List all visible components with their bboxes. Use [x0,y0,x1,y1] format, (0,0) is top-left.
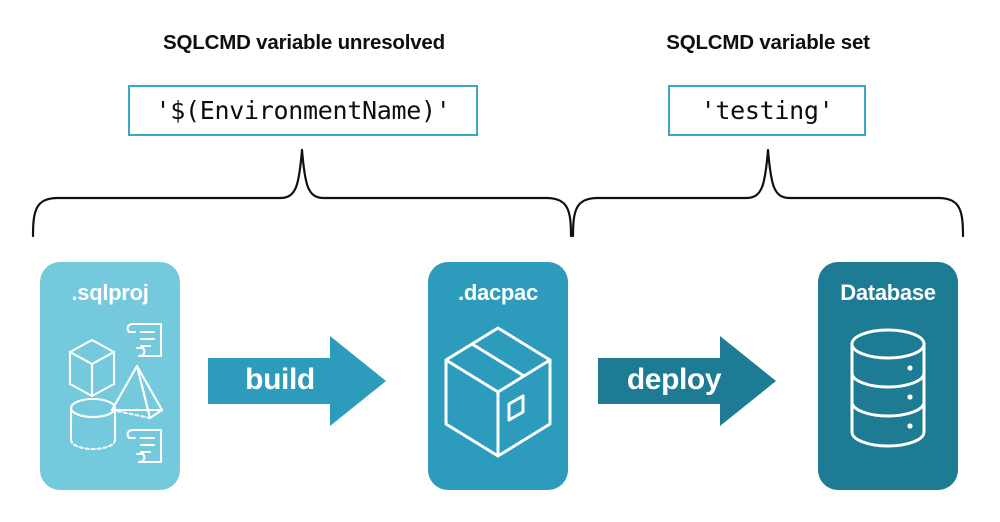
stage-label-sqlproj: .sqlproj [71,280,149,305]
cube-icon [68,338,116,398]
pyramid-icon [110,364,164,420]
scroll-icon [126,428,163,464]
package-box-icon [444,326,552,458]
sqlproj-artwork [68,322,164,464]
code-value-set: 'testing' [700,96,834,125]
stage-label-dacpac: .dacpac [458,280,538,305]
cylinder-icon [69,397,117,451]
arrow-deploy: deploy [598,336,778,431]
stage-panel-dacpac: .dacpac [428,262,568,490]
arrow-label-build: build [245,363,315,396]
database-cylinder-icon [850,328,926,448]
code-box-unresolved: '$(EnvironmentName)' [128,85,478,136]
section-heading-unresolved: SQLCMD variable unresolved [163,31,445,54]
arrow-label-deploy: deploy [626,363,722,396]
dacpac-artwork [444,326,552,458]
arrow-right-icon [598,336,776,426]
database-artwork [850,328,926,448]
brace-left-wrapper [28,146,576,243]
arrow-build: build [208,336,388,431]
code-value-unresolved: '$(EnvironmentName)' [155,96,451,125]
section-heading-set: SQLCMD variable set [666,31,870,54]
arrow-right-icon [208,336,386,426]
curly-brace-left-icon [31,148,573,238]
curly-brace-right-icon [571,148,965,238]
code-box-set: 'testing' [668,85,866,136]
scroll-icon [126,322,163,358]
brace-right-wrapper [568,146,968,243]
stage-panel-database: Database [818,262,958,490]
stage-label-database: Database [840,280,936,305]
stage-panel-sqlproj: .sqlproj [40,262,180,490]
